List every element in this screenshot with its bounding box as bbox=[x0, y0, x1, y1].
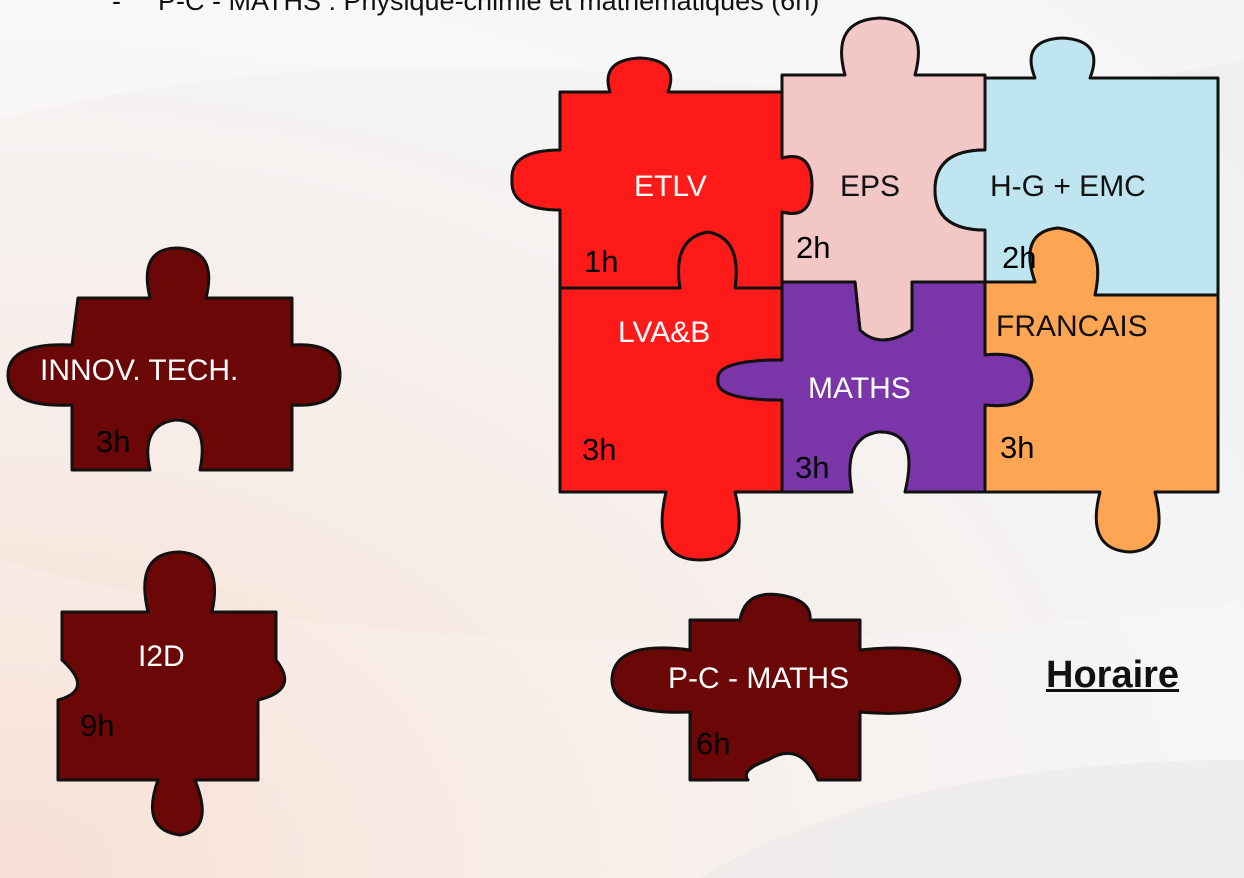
piece-hours-hg-emc: 2h bbox=[1002, 240, 1037, 275]
piece-hours-eps: 2h bbox=[796, 230, 831, 265]
header-line: - P-C - MATHS : Physique-chimie et mathém… bbox=[112, 0, 819, 17]
piece-hours-i2d: 9h bbox=[80, 708, 115, 743]
piece-label-francais: FRANCAIS bbox=[996, 310, 1148, 343]
puzzle-piece-innov-tech bbox=[6, 246, 342, 472]
puzzle-piece-pc-maths bbox=[610, 592, 962, 782]
bullet-mark: - bbox=[112, 0, 121, 16]
piece-label-etlv: ETLV bbox=[634, 170, 707, 203]
piece-label-innov-tech: INNOV. TECH. bbox=[40, 354, 239, 387]
piece-hours-lva: 3h bbox=[582, 432, 617, 467]
piece-hours-pc-maths: 6h bbox=[696, 726, 731, 761]
piece-hours-innov-tech: 3h bbox=[96, 424, 131, 459]
horaire-heading: Horaire bbox=[1046, 654, 1180, 696]
piece-label-eps: EPS bbox=[840, 170, 901, 203]
piece-hours-etlv: 1h bbox=[584, 244, 619, 279]
piece-label-i2d: I2D bbox=[138, 640, 185, 673]
piece-hours-francais: 3h bbox=[1000, 430, 1035, 465]
puzzle-piece-i2d bbox=[56, 550, 287, 837]
piece-label-maths: MATHS bbox=[808, 372, 911, 405]
piece-label-hg-emc: H-G + EMC bbox=[990, 170, 1146, 203]
piece-label-pc-maths: P-C - MATHS bbox=[668, 662, 850, 695]
puzzle-piece-francais bbox=[983, 226, 1220, 554]
header-text: P-C - MATHS : Physique-chimie et mathéma… bbox=[158, 0, 820, 16]
piece-label-lva: LVA&B bbox=[618, 316, 711, 349]
piece-hours-maths: 3h bbox=[795, 450, 830, 485]
